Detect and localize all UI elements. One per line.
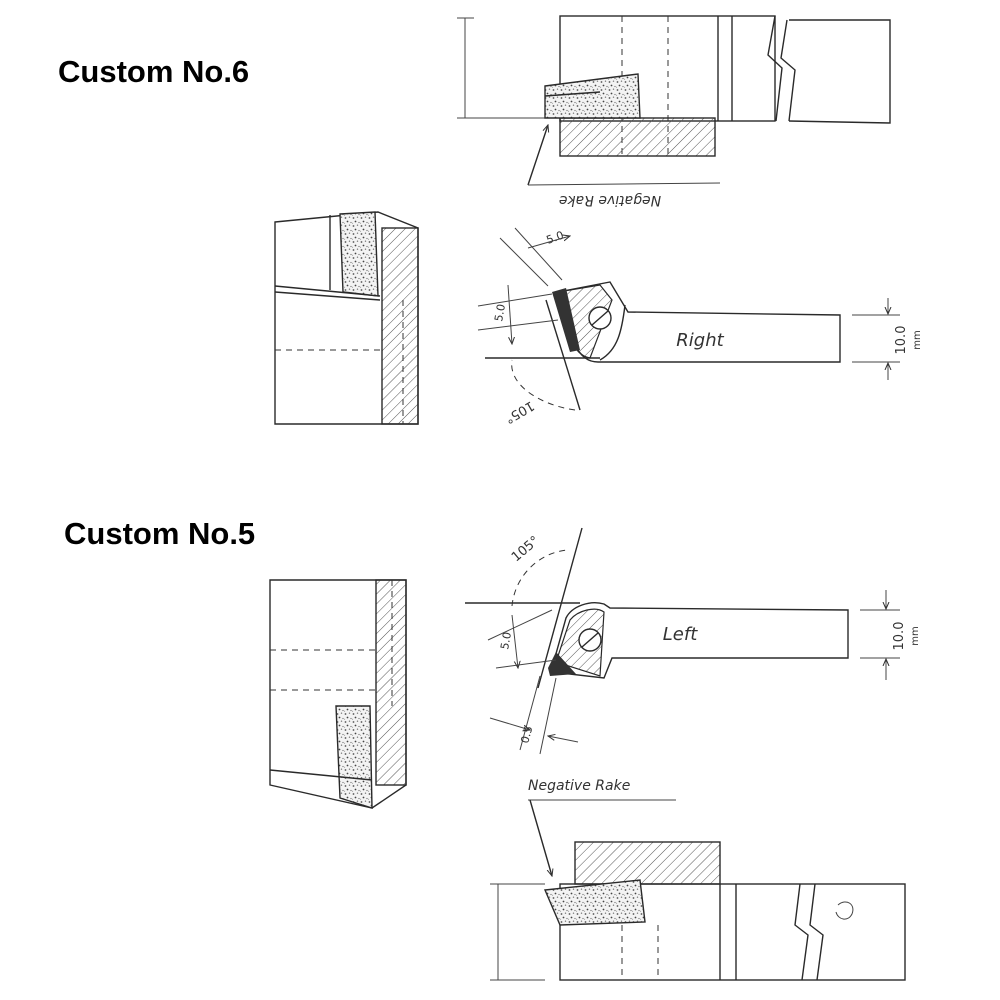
no6-angle-ref-line — [545, 299, 581, 411]
no6-height-label: 10.0 — [894, 326, 909, 355]
no5-clamp-hatched — [574, 841, 721, 885]
no5-rake-leader — [529, 799, 552, 876]
no6-angle-arc — [511, 359, 576, 411]
no6-break-line-b — [780, 19, 796, 122]
no6-clamp-hatched — [559, 117, 716, 157]
section-title-custom-5: Custom No.5 — [64, 516, 256, 551]
no5-front-hatched-side — [375, 579, 407, 786]
no6-front-insert — [339, 211, 379, 297]
no6-angle-label: 105° — [502, 397, 537, 426]
no5-plan-view: 105° 5.0 0.5 10.0 mm Left — [465, 527, 921, 755]
no6-negative-rake-label: Negative Rake — [559, 192, 661, 208]
no5-side-view: Negative Rake — [490, 778, 906, 981]
no5-break-line-b — [809, 883, 824, 981]
no6-dim-top: 5.0 — [545, 229, 566, 247]
no5-front-insert — [335, 705, 373, 809]
no6-unit-label: mm — [912, 330, 923, 349]
no6-front-hatched-side — [381, 227, 419, 425]
no6-carbide-insert — [544, 73, 641, 119]
section-title-custom-6: Custom No.6 — [58, 54, 250, 89]
no5-negative-rake-label: Negative Rake — [528, 778, 630, 794]
no5-front-view — [269, 579, 407, 809]
no5-carbide-insert — [543, 879, 646, 926]
no5-tool-outline — [551, 602, 849, 679]
no6-dim-side: 5.0 — [492, 303, 508, 322]
no5-hand-label: Left — [663, 624, 698, 645]
no6-break-line-a — [767, 15, 783, 122]
no5-height-label: 10.0 — [892, 622, 907, 651]
no6-plan-view: 105° 5.0 5.0 10.0 mm Right — [477, 227, 923, 426]
no5-dim-bottom: 0.5 — [518, 725, 535, 745]
no5-angle-label: 105° — [509, 534, 543, 566]
no6-hand-label: Right — [676, 330, 724, 351]
no6-front-view — [274, 211, 419, 425]
no5-break-line-a — [794, 883, 809, 981]
no5-angle-arc — [511, 549, 569, 607]
no5-dim-side: 5.0 — [498, 631, 514, 650]
no5-cutting-edge — [548, 652, 576, 676]
no6-side-view: Negative Rake — [457, 15, 891, 208]
no6-rake-leader — [527, 125, 548, 186]
no5-shank-body — [559, 883, 906, 981]
no6-cutting-edge — [552, 288, 580, 352]
no5-unit-label: mm — [910, 626, 921, 645]
